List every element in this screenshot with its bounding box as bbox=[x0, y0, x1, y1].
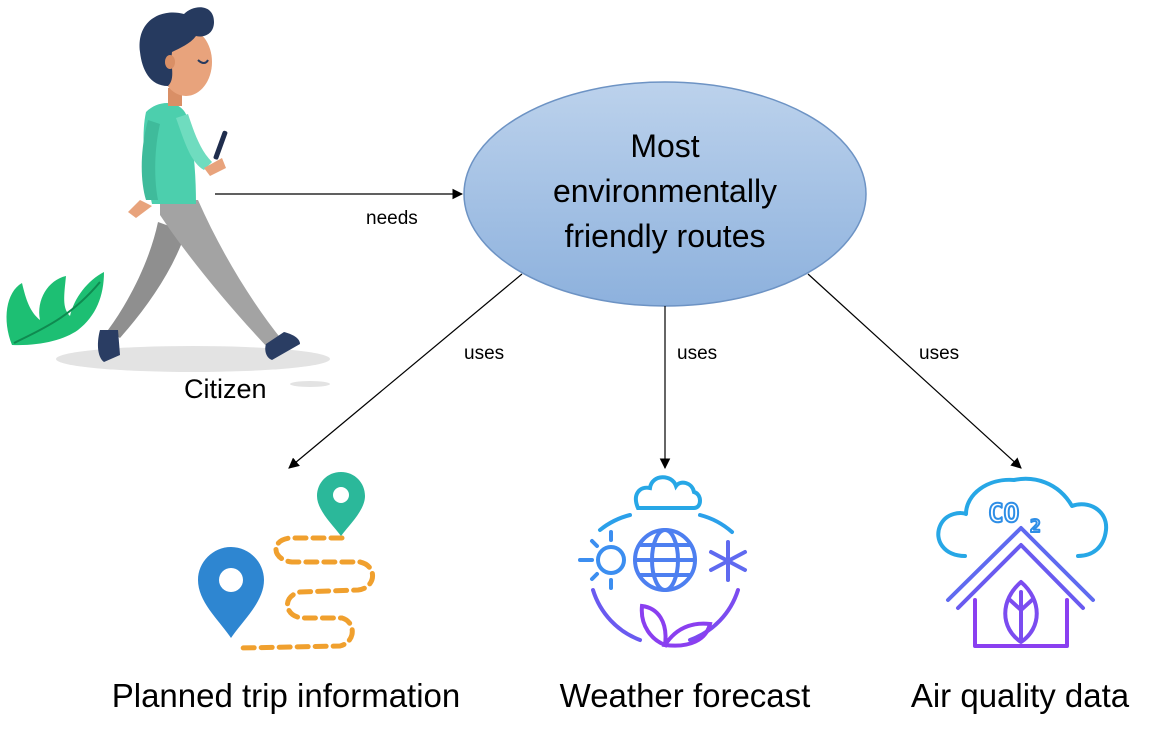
edge-label-uses-middle: uses bbox=[677, 343, 717, 364]
edge-label-needs: needs bbox=[366, 208, 418, 229]
svg-text:2: 2 bbox=[1030, 516, 1041, 537]
weather-globe-icon bbox=[578, 475, 747, 648]
edge-uses-left bbox=[288, 273, 523, 469]
actor-label: Citizen bbox=[184, 374, 267, 404]
edge-uses-right bbox=[807, 273, 1022, 469]
central-node-line-3: friendly routes bbox=[565, 218, 766, 254]
plant-icon bbox=[6, 272, 105, 346]
resource-label-air: Air quality data bbox=[911, 677, 1130, 714]
ground-shadow bbox=[56, 346, 330, 372]
edge-label-uses-left: uses bbox=[464, 343, 504, 364]
central-node-line-2: environmentally bbox=[553, 173, 777, 209]
co2-house-icon: CO 2 bbox=[936, 476, 1109, 648]
central-node: Most environmentally friendly routes bbox=[463, 81, 867, 307]
route-map-pin-icon bbox=[198, 472, 375, 651]
citizen-actor bbox=[6, 7, 330, 387]
svg-text:CO: CO bbox=[988, 499, 1019, 529]
resource-label-weather: Weather forecast bbox=[560, 677, 811, 714]
resource-label-trip: Planned trip information bbox=[112, 677, 461, 714]
central-node-line-1: Most bbox=[630, 128, 699, 164]
ground-shadow-small bbox=[290, 381, 330, 387]
edge-label-uses-right: uses bbox=[919, 343, 959, 364]
